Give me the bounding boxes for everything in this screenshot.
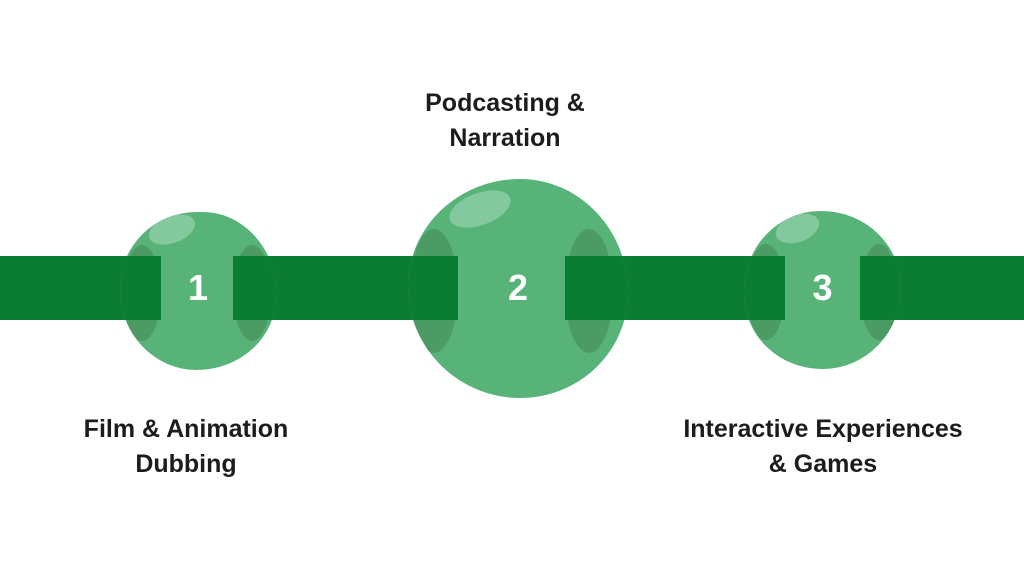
- step-3-label-line-1: Interactive Experiences: [683, 415, 963, 443]
- bead-2-ribbon-segment-right: [565, 256, 628, 320]
- bead-1-ribbon-segment-right: [233, 256, 276, 320]
- bead-step-2: 2: [408, 179, 628, 398]
- step-2-label: Podcasting & Narration: [355, 86, 655, 156]
- bead-1-highlight: [144, 212, 200, 251]
- step-3-label: Interactive Experiences & Games: [663, 412, 983, 482]
- step-3-label-line-2: & Games: [768, 450, 878, 478]
- step-2-label-line-1: Podcasting &: [425, 89, 585, 117]
- bead-2-ribbon-segment-left: [408, 256, 458, 320]
- bead-3-highlight: [771, 211, 824, 249]
- bead-1-ribbon-segment-left: [120, 256, 161, 320]
- step-2-label-line-2: Narration: [449, 124, 561, 152]
- step-1-label-line-2: Dubbing: [135, 450, 237, 478]
- bead-step-3: 3: [744, 211, 901, 369]
- bead-1-number: 1: [187, 267, 209, 308]
- bead-3-number: 3: [812, 267, 833, 308]
- bead-3-ribbon-segment-left: [744, 256, 785, 320]
- bead-3-ribbon-segment-right: [860, 256, 901, 320]
- step-1-label-line-1: Film & Animation: [83, 415, 289, 443]
- bead-2-number: 2: [507, 267, 529, 308]
- bead-step-1: 1: [120, 212, 276, 370]
- bead-2-highlight: [444, 183, 516, 235]
- step-1-label: Film & Animation Dubbing: [36, 412, 336, 482]
